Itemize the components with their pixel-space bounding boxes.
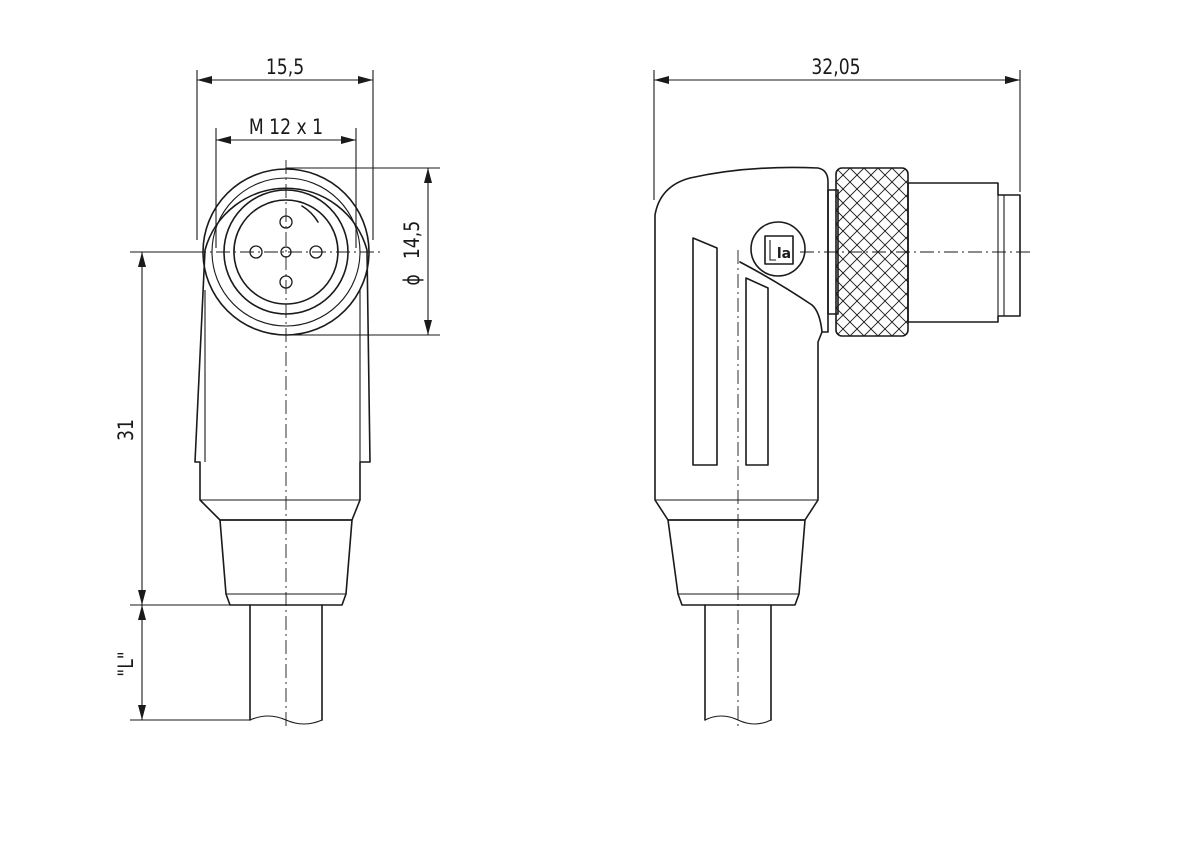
side-view: la: [653, 54, 1030, 730]
dim-diameter-label: 14,5: [399, 221, 424, 259]
dim-overall-length-label: 32,05: [811, 54, 860, 79]
dim-diameter: ϕ 14,5: [286, 167, 440, 336]
dim-overall-width-label: 15,5: [266, 54, 304, 79]
grip-slot-left: [692, 237, 718, 466]
dim-thread: M 12 x 1: [215, 114, 357, 248]
front-view: 15,5 M 12 x 1 ϕ 14,5: [113, 54, 440, 730]
front-face-insert: [233, 199, 339, 305]
dim-overall-width: 15,5: [196, 54, 374, 240]
front-housing-outline: [194, 187, 371, 521]
dim-diameter-symbol: ϕ: [399, 274, 424, 285]
logo-text: la: [777, 246, 791, 262]
side-housing-bend: [739, 261, 823, 333]
coupling-nut: [827, 167, 909, 337]
dim-overall-length: 32,05: [653, 54, 1021, 200]
grip-slot-right: [745, 277, 769, 466]
dim-cable-length-label: "L": [113, 651, 138, 676]
dim-height-label: 31: [113, 419, 138, 441]
manufacturer-logo: la: [750, 221, 806, 277]
threaded-shank: [907, 182, 1021, 323]
dim-cable-length: "L": [113, 605, 250, 721]
dim-height: 31: [113, 251, 232, 606]
side-strain-relief: [667, 519, 806, 606]
dim-thread-label: M 12 x 1: [249, 114, 323, 139]
side-housing-outline: [654, 166, 829, 521]
front-face-coding-key: [301, 205, 319, 223]
